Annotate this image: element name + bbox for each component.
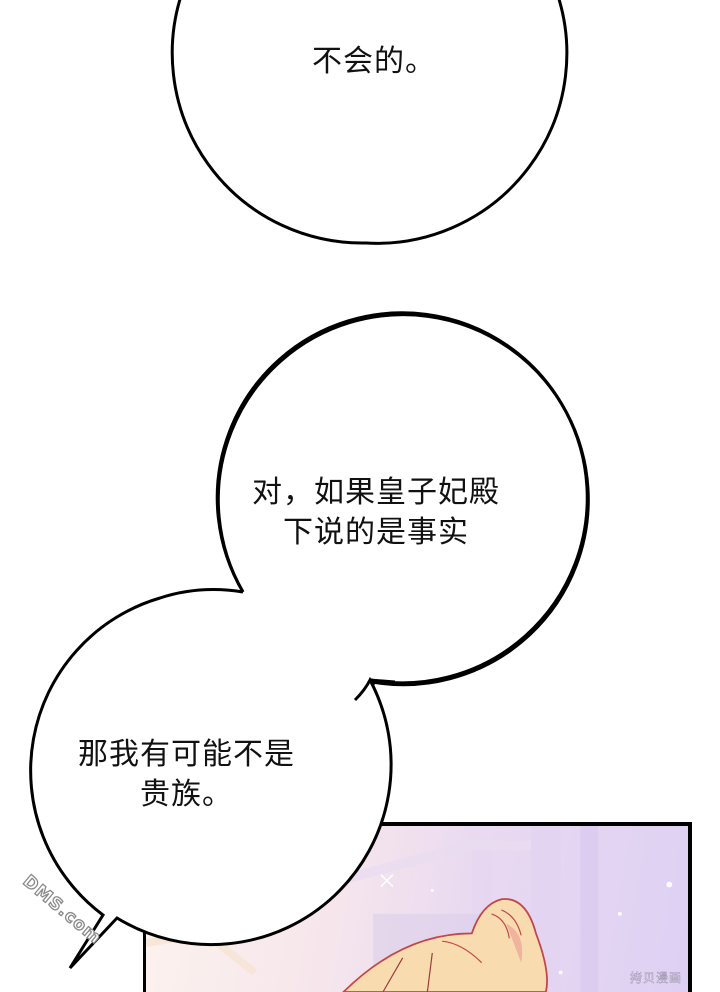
bubble-3-text: 那我有可能不是 贵族。 (78, 735, 295, 815)
comic-panel: 拷贝漫画 (143, 822, 692, 992)
bubble-3-line-2: 贵族。 (140, 777, 233, 812)
bubble-3-line-1: 那我有可能不是 (78, 737, 295, 772)
bubble-1-text: 不会的。 (312, 42, 436, 82)
watermark-dms: DMS.com (18, 871, 106, 949)
watermark-copymanga: 拷贝漫画 (629, 971, 682, 986)
panel-illustration (146, 826, 673, 992)
bubble-2-line-2: 下说的是事实 (283, 515, 469, 550)
bubble-1-line-1: 不会的。 (312, 44, 436, 79)
speech-bubble-1 (170, 0, 569, 245)
bubble-2-line-1: 对，如果皇子妃殿 (252, 475, 500, 510)
bubble-2-text: 对，如果皇子妃殿 下说的是事实 (252, 473, 500, 553)
